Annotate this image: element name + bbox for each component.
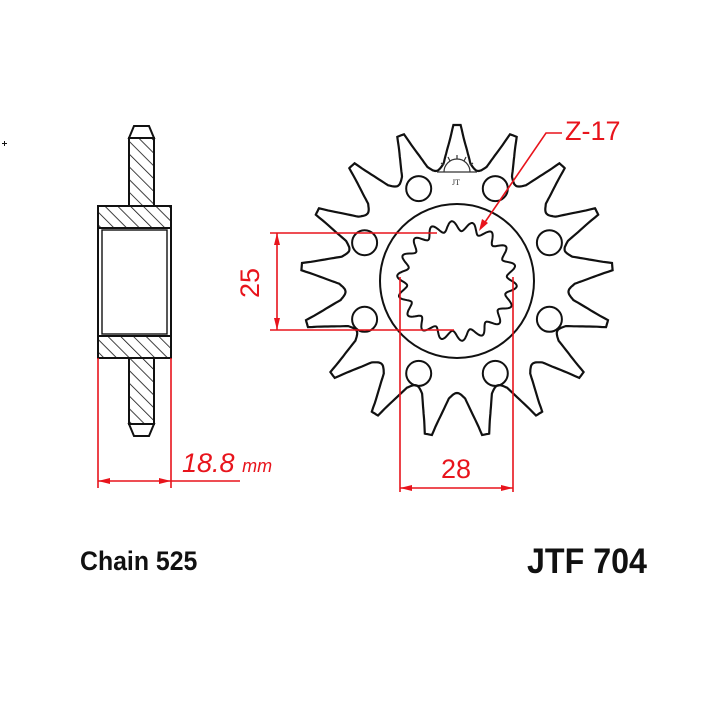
mounting-hole [481,175,509,203]
part-number-caption: JTF 704 [527,542,647,581]
bore-section [97,227,172,337]
thickness-unit: mm [242,456,273,476]
mounting-hole [351,229,379,257]
thickness-value: 18.8 [182,448,235,478]
sprocket-outer-profile [300,123,614,437]
teeth-count-label: Z-17 [565,116,621,146]
mounting-hole [535,229,563,257]
mounting-hole [405,359,433,387]
spline-width-label: 28 [441,454,472,484]
side-section-view [97,125,172,437]
mounting-hole [405,175,433,203]
upper-tooth-tip [127,125,156,139]
mounting-holes [351,175,563,387]
lower-hub-section [97,335,172,359]
thickness-dimension [97,358,240,488]
mounting-hole [351,305,379,333]
lower-tooth-section [128,357,155,425]
mounting-hole [535,305,563,333]
thickness-dimension-label: 18.8 mm [182,450,272,477]
hub-circle [379,203,535,359]
upper-hub-section [97,205,172,229]
sun-logo-icon: JT [437,155,477,187]
front-view: JT [300,123,614,437]
spline-bore-profile [396,220,518,342]
front-dimensions [270,132,562,492]
chain-size-caption: Chain 525 [80,546,198,576]
mounting-hole [481,359,509,387]
spline-diameter-label: 25 [235,267,265,298]
corner-marker-icon [2,141,7,146]
svg-text:JT: JT [452,178,460,187]
lower-tooth-tip [127,423,156,437]
upper-tooth-section [128,137,155,207]
